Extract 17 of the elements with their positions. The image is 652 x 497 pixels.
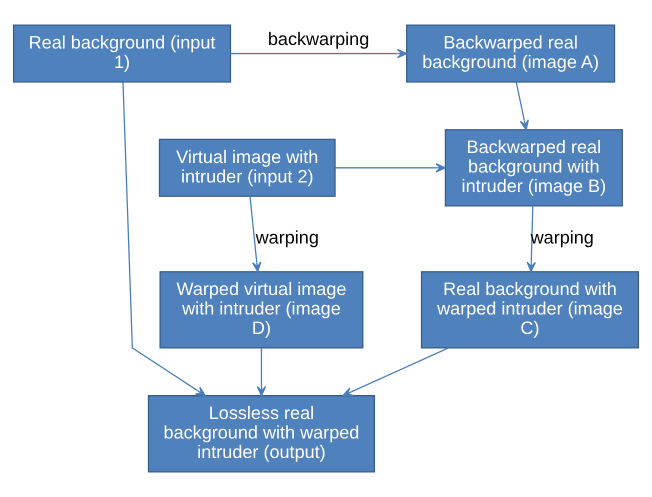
node-box: Real background with warped intruder (image C) — [420, 271, 640, 349]
node-box: Warped virtual image with intruder (image D) — [159, 271, 364, 349]
arrow — [230, 48, 408, 58]
edge-label: warping — [256, 228, 319, 248]
node-box: Real background (input 1) — [12, 24, 232, 83]
node-box: Lossless real background with warped intruder (output) — [148, 395, 376, 472]
node-box: Backwarped real background with intruder (image B) — [444, 129, 623, 207]
edge-label: backwarping — [268, 28, 370, 49]
arrow — [335, 163, 446, 173]
node-box: Backwarped real background (image A) — [406, 24, 616, 83]
arrow — [516, 82, 529, 130]
arrow — [256, 348, 266, 396]
node-box: Virtual image with intruder (input 2) — [158, 138, 336, 197]
arrow — [342, 347, 449, 396]
arrow — [122, 82, 206, 396]
arrow — [526, 206, 536, 272]
arrow — [249, 196, 262, 272]
